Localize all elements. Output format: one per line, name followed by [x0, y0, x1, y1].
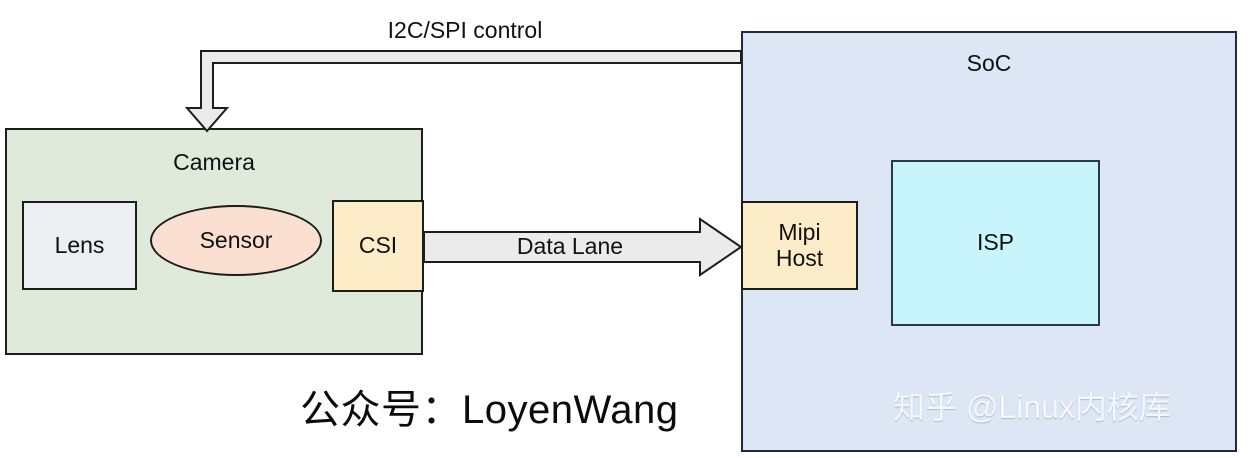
isp-block: ISP: [891, 160, 1100, 326]
mipi-host-block: Mipi Host: [741, 201, 858, 290]
zhihu-watermark: 知乎 @Linux内核库: [893, 389, 1171, 426]
i2c-spi-control-arrow: [184, 50, 742, 133]
mipi-host-label-line1: Mipi: [778, 218, 821, 245]
data-lane-label: Data Lane: [516, 233, 624, 260]
mipi-host-label: Mipi Host: [743, 203, 856, 288]
csi-label: CSI: [358, 232, 398, 259]
mipi-host-label-line2: Host: [775, 244, 824, 271]
lens-label: Lens: [54, 231, 105, 258]
camera-label: Camera: [173, 149, 255, 176]
csi-block: CSI: [332, 200, 424, 292]
isp-label: ISP: [976, 229, 1015, 256]
sensor-label: Sensor: [199, 226, 273, 253]
wechat-watermark: 公众号：LoyenWang: [300, 387, 679, 432]
i2c-spi-control-label: I2C/SPI control: [387, 17, 543, 44]
lens-block: Lens: [22, 201, 137, 290]
sensor-block: Sensor: [150, 205, 322, 276]
soc-label: SoC: [966, 50, 1012, 77]
